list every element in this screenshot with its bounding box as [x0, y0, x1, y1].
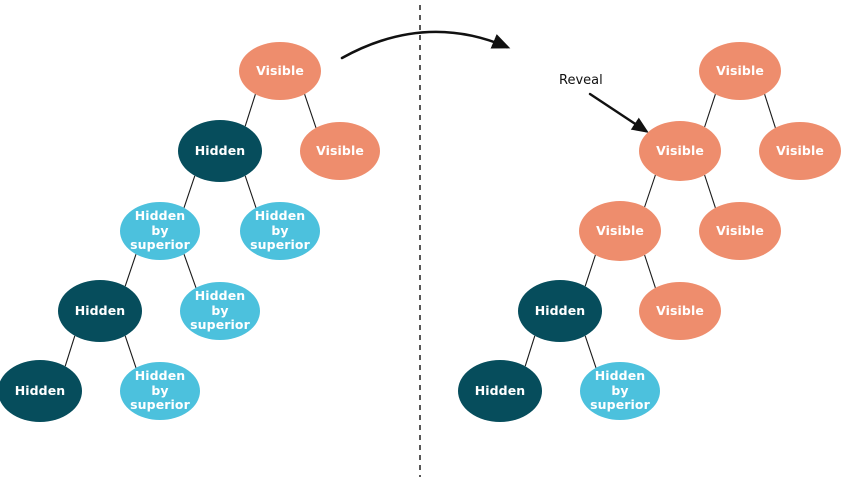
tree-node-label: Hidden by superior	[590, 368, 650, 413]
tree-edge	[304, 94, 317, 128]
tree-node-label: Hidden by superior	[130, 368, 190, 413]
tree-node-visible[interactable]: Visible	[639, 121, 721, 181]
tree-node-visible[interactable]: Visible	[699, 42, 781, 100]
tree-node-label: Visible	[776, 142, 824, 158]
tree-node-hidden-by-superior[interactable]: Hidden by superior	[240, 202, 320, 260]
tree-edge	[704, 94, 716, 128]
tree-edge	[524, 335, 536, 367]
tree-node-label: Visible	[596, 222, 644, 238]
tree-node-hidden-by-superior[interactable]: Hidden by superior	[180, 282, 260, 340]
tree-node-visible[interactable]: Visible	[699, 202, 781, 260]
tree-node-label: Hidden by superior	[190, 288, 250, 333]
tree-node-label: Hidden	[74, 302, 126, 318]
tree-node-label: Visible	[716, 62, 764, 78]
tree-edge	[124, 335, 137, 368]
tree-node-hidden[interactable]: Hidden	[518, 280, 602, 342]
tree-node-hidden[interactable]: Hidden	[178, 120, 262, 182]
transition-arrow-icon	[340, 30, 511, 60]
reveal-annotation-label: Reveal	[559, 73, 603, 88]
tree-node-visible[interactable]: Visible	[579, 201, 661, 261]
tree-node-hidden[interactable]: Hidden	[0, 360, 82, 422]
tree-edge	[183, 175, 196, 208]
tree-edge	[244, 175, 257, 208]
tree-edge	[644, 174, 656, 208]
tree-edge	[64, 335, 76, 367]
tree-node-visible[interactable]: Visible	[759, 122, 841, 180]
tree-node-hidden[interactable]: Hidden	[58, 280, 142, 342]
tree-node-visible[interactable]: Visible	[239, 42, 321, 100]
tree-node-label: Hidden by superior	[250, 208, 310, 253]
tree-edge	[183, 254, 197, 288]
reveal-arrow-icon	[588, 92, 649, 133]
tree-node-label: Visible	[656, 142, 704, 158]
tree-node-label: Hidden	[14, 382, 66, 398]
tree-node-label: Hidden	[474, 382, 526, 398]
tree-node-visible[interactable]: Visible	[300, 122, 380, 180]
tree-node-label: Hidden	[534, 302, 586, 318]
tree-edge	[124, 254, 137, 287]
tree-node-label: Visible	[316, 142, 364, 158]
tree-edge	[584, 254, 596, 287]
tree-node-visible[interactable]: Visible	[639, 282, 721, 340]
tree-node-hidden-by-superior[interactable]: Hidden by superior	[120, 362, 200, 420]
tree-node-hidden-by-superior[interactable]: Hidden by superior	[580, 362, 660, 420]
tree-node-hidden[interactable]: Hidden	[458, 360, 542, 422]
tree-edges	[64, 94, 776, 368]
tree-edge	[584, 335, 597, 368]
tree-node-label: Visible	[716, 222, 764, 238]
tree-node-label: Hidden by superior	[130, 208, 190, 253]
tree-edge	[764, 94, 776, 128]
tree-node-label: Visible	[656, 302, 704, 318]
tree-edge	[704, 174, 716, 208]
tree-node-label: Hidden	[194, 142, 246, 158]
tree-node-hidden-by-superior[interactable]: Hidden by superior	[120, 202, 200, 260]
tree-edge	[244, 94, 256, 127]
tree-node-label: Visible	[256, 62, 304, 78]
tree-edge	[644, 254, 656, 288]
